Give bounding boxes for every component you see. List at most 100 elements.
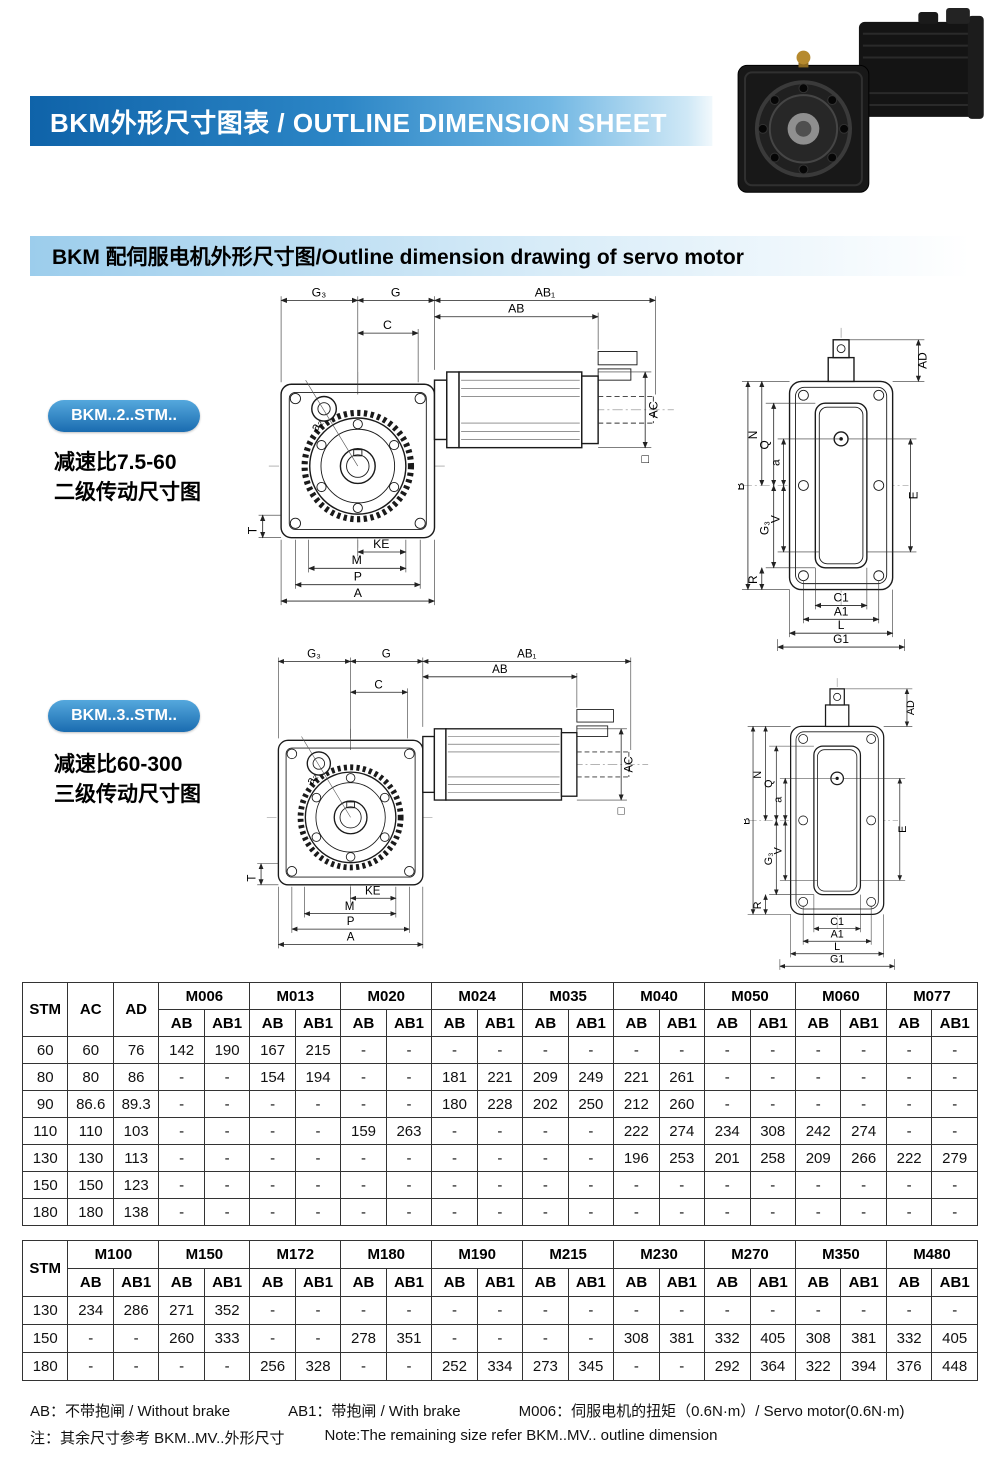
data-cell: - xyxy=(476,1144,524,1172)
sub-header: AB xyxy=(613,1009,660,1037)
motor-group-header: M190 xyxy=(431,1240,524,1269)
data-cell: - xyxy=(431,1117,478,1145)
data-cell: - xyxy=(749,1198,796,1226)
data-cell: 221 xyxy=(476,1063,524,1091)
front-view-3stage: G₃ G AB₁ AB C a₂ AC □ T KE M P A xyxy=(232,646,656,983)
data-cell: - xyxy=(749,1171,796,1199)
data-cell: 352 xyxy=(203,1296,251,1325)
data-cell: 271 xyxy=(158,1296,205,1325)
data-cell: 154 xyxy=(249,1063,296,1091)
data-cell: 80 xyxy=(67,1063,114,1091)
data-cell: - xyxy=(704,1171,751,1199)
motor-group-header: M024 xyxy=(431,982,524,1010)
housing-outline xyxy=(789,688,885,915)
data-cell: 249 xyxy=(567,1063,615,1091)
data-cell: 86.6 xyxy=(67,1090,114,1118)
motor-group-header: M040 xyxy=(613,982,706,1010)
data-cell: - xyxy=(203,1117,251,1145)
legend-notes: AB：不带抱闸 / Without brake AB1：带抱闸 / With b… xyxy=(30,1400,905,1421)
data-cell: - xyxy=(704,1063,751,1091)
data-cell: - xyxy=(931,1117,978,1145)
dim-label-q: Q xyxy=(758,440,772,449)
dim-label-l: L xyxy=(838,618,845,632)
dim-label-c1: C1 xyxy=(834,590,850,604)
dim-label-b: B xyxy=(738,482,747,490)
motor-group-header: M150 xyxy=(158,1240,251,1269)
data-cell: - xyxy=(249,1090,296,1118)
note-ab: AB：不带抱闸 / Without brake xyxy=(30,1403,231,1420)
data-cell: - xyxy=(749,1036,796,1064)
data-cell: - xyxy=(885,1117,933,1145)
data-cell: 194 xyxy=(294,1063,342,1091)
dim-label-ab: AB xyxy=(508,302,524,316)
dim-label-a1: A1 xyxy=(834,604,849,618)
sub-header: AB1 xyxy=(476,1268,524,1297)
motor-group-header: M050 xyxy=(704,982,796,1010)
data-cell: - xyxy=(794,1090,842,1118)
data-cell: 222 xyxy=(885,1144,933,1172)
dim-label-v: V xyxy=(769,515,783,523)
data-cell: 76 xyxy=(112,1036,160,1064)
sub-header: AB xyxy=(885,1009,933,1037)
data-cell: - xyxy=(522,1324,569,1353)
dim-label-g: G xyxy=(382,649,391,661)
corner-header: STM xyxy=(21,982,69,1037)
data-cell: - xyxy=(476,1117,524,1145)
dim-label-b: B xyxy=(744,818,752,825)
shaft-square-symbol: □ xyxy=(618,806,625,818)
data-cell: - xyxy=(704,1198,751,1226)
data-cell: - xyxy=(567,1171,615,1199)
gearbox-photo xyxy=(737,50,870,193)
data-cell: - xyxy=(658,1296,706,1325)
data-cell: 292 xyxy=(704,1352,751,1381)
data-cell: - xyxy=(158,1090,205,1118)
data-cell: 86 xyxy=(112,1063,160,1091)
motor-group-header: M350 xyxy=(794,1240,887,1269)
data-cell: - xyxy=(613,1352,660,1381)
front-view-drawing: G₃ G AB₁ AB C a₂ AC □ T KE M P A xyxy=(246,285,674,606)
dim-label-a2: a₂ xyxy=(304,771,320,787)
data-cell: - xyxy=(567,1324,615,1353)
data-cell: 150 xyxy=(67,1171,114,1199)
data-cell: 138 xyxy=(112,1198,160,1226)
data-cell: 394 xyxy=(840,1352,887,1381)
sub-header: AB xyxy=(431,1009,478,1037)
data-cell: - xyxy=(385,1296,433,1325)
data-cell: 286 xyxy=(112,1296,160,1325)
dim-label-p: P xyxy=(354,570,362,584)
data-cell: - xyxy=(749,1296,796,1325)
dim-label-m: M xyxy=(352,553,362,567)
data-cell: - xyxy=(158,1198,205,1226)
data-cell: - xyxy=(158,1144,205,1172)
data-cell: - xyxy=(294,1171,342,1199)
data-cell: 228 xyxy=(476,1090,524,1118)
data-cell: 381 xyxy=(840,1324,887,1353)
data-cell: - xyxy=(931,1063,978,1091)
col-header: AD xyxy=(112,982,160,1037)
sub-header: AB xyxy=(522,1268,569,1297)
sub-header: AB1 xyxy=(294,1268,342,1297)
dimension-labels: G₃ G AB₁ AB C a₂ AC □ T KE M P A xyxy=(246,649,635,944)
sub-header: AB xyxy=(613,1268,660,1297)
data-cell: 209 xyxy=(522,1063,569,1091)
dim-label-ac: AC xyxy=(624,756,636,772)
data-cell: 322 xyxy=(794,1352,842,1381)
data-cell: - xyxy=(203,1090,251,1118)
data-cell: - xyxy=(294,1090,342,1118)
data-cell: - xyxy=(476,1324,524,1353)
data-cell: - xyxy=(340,1036,387,1064)
dimension-lines xyxy=(747,688,913,970)
dimension-lines xyxy=(257,657,632,949)
data-cell: - xyxy=(931,1171,978,1199)
sub-header: AB1 xyxy=(749,1009,796,1037)
sub-header: AB xyxy=(704,1009,751,1037)
data-cell: - xyxy=(704,1090,751,1118)
data-cell: 212 xyxy=(613,1090,660,1118)
data-cell: - xyxy=(158,1352,205,1381)
data-cell: - xyxy=(340,1352,387,1381)
data-cell: - xyxy=(340,1144,387,1172)
dim-label-g3: G₃ xyxy=(763,853,775,866)
